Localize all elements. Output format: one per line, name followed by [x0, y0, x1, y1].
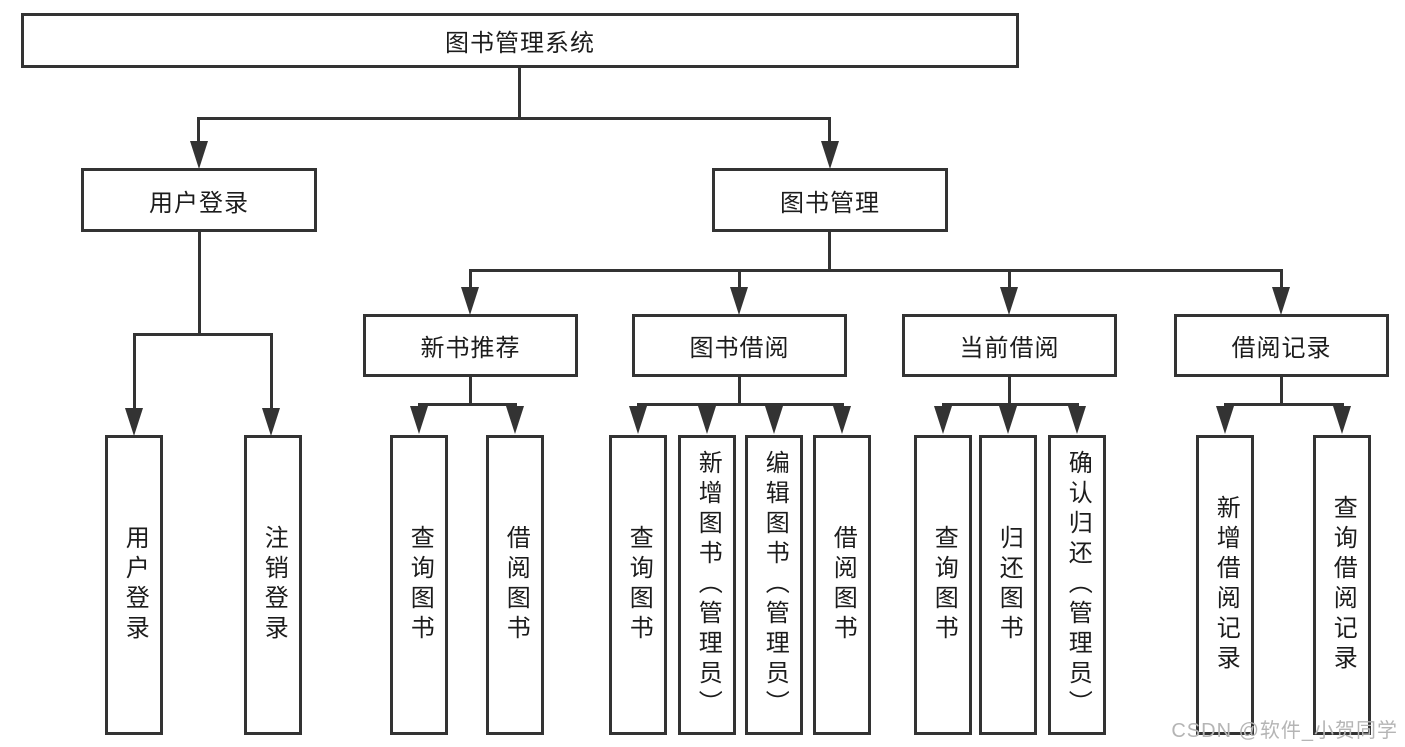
connector-drop	[1008, 269, 1011, 291]
connector-bar	[133, 333, 273, 336]
arrow-down-icon	[506, 406, 524, 434]
connector-root-bar	[197, 117, 831, 120]
node-label: 确认归还（管理员）	[1064, 450, 1092, 720]
node-label: 查询图书	[406, 525, 434, 645]
arrow-down-icon	[262, 408, 280, 436]
leaf-query-book-current: 查询图书	[914, 435, 972, 735]
arrow-down-icon	[730, 287, 748, 315]
node-user-login: 用户登录	[81, 168, 317, 232]
arrow-down-icon	[1000, 287, 1018, 315]
csdn-watermark: CSDN @软件_小贺同学	[1171, 720, 1398, 742]
node-label: 新增图书（管理员）	[694, 450, 722, 720]
node-label: 图书管理系统	[445, 30, 595, 57]
connector-stem	[1008, 377, 1011, 406]
connector-drop	[828, 117, 831, 145]
arrow-down-icon	[190, 141, 208, 169]
connector-stem	[738, 377, 741, 406]
connector-root-stem	[518, 68, 521, 119]
connector-bar	[942, 403, 1079, 406]
connector-drop	[197, 117, 200, 145]
arrow-down-icon	[934, 406, 952, 434]
node-label: 查询借阅记录	[1329, 495, 1357, 675]
connector-drop	[270, 333, 273, 413]
leaf-edit-book-admin: 编辑图书（管理员）	[745, 435, 803, 735]
node-label: 新书推荐	[420, 335, 521, 362]
node-label: 注销登录	[260, 525, 288, 645]
arrow-down-icon	[1068, 406, 1086, 434]
node-label: 用户登录	[149, 189, 249, 217]
node-label: 查询图书	[625, 525, 653, 645]
leaf-borrow-book-recommend: 借阅图书	[486, 435, 544, 735]
arrow-down-icon	[1216, 406, 1234, 434]
node-label: 归还图书	[995, 525, 1023, 645]
node-book-management: 图书管理	[712, 168, 948, 232]
connector-stem	[469, 377, 472, 406]
leaf-return-book: 归还图书	[979, 435, 1037, 735]
arrow-down-icon	[765, 406, 783, 434]
node-library-system: 图书管理系统	[21, 13, 1019, 68]
node-label: 新增借阅记录	[1212, 495, 1240, 675]
connector-drop	[469, 269, 472, 291]
connector-stem	[198, 232, 201, 336]
node-book-borrow: 图书借阅	[632, 314, 847, 377]
connector-bar	[469, 269, 1283, 272]
connector-bar	[1224, 403, 1344, 406]
connector-bar	[418, 403, 517, 406]
connector-drop	[1280, 269, 1283, 291]
node-label: 图书借阅	[689, 335, 790, 362]
node-current-borrow: 当前借阅	[902, 314, 1117, 377]
arrow-down-icon	[833, 406, 851, 434]
arrow-down-icon	[629, 406, 647, 434]
connector-stem	[828, 232, 831, 272]
leaf-user-login: 用户登录	[105, 435, 163, 735]
connector-bar	[637, 403, 844, 406]
arrow-down-icon	[410, 406, 428, 434]
leaf-add-borrow-record: 新增借阅记录	[1196, 435, 1254, 735]
arrow-down-icon	[821, 141, 839, 169]
leaf-query-book-recommend: 查询图书	[390, 435, 448, 735]
leaf-confirm-return-admin: 确认归还（管理员）	[1048, 435, 1106, 735]
node-label: 借阅记录	[1231, 335, 1332, 362]
arrow-down-icon	[1333, 406, 1351, 434]
leaf-query-borrow-record: 查询借阅记录	[1313, 435, 1371, 735]
leaf-logout: 注销登录	[244, 435, 302, 735]
connector-drop	[133, 333, 136, 413]
node-label: 编辑图书（管理员）	[761, 450, 789, 720]
leaf-add-book-admin: 新增图书（管理员）	[678, 435, 736, 735]
connector-drop	[738, 269, 741, 291]
arrow-down-icon	[999, 406, 1017, 434]
node-label: 用户登录	[121, 525, 149, 645]
node-label: 借阅图书	[829, 525, 857, 645]
arrow-down-icon	[461, 287, 479, 315]
arrow-down-icon	[125, 408, 143, 436]
node-label: 查询图书	[930, 525, 958, 645]
connector-stem	[1280, 377, 1283, 406]
arrow-down-icon	[1272, 287, 1290, 315]
node-borrow-records: 借阅记录	[1174, 314, 1389, 377]
node-label: 当前借阅	[959, 335, 1060, 362]
leaf-borrow-book: 借阅图书	[813, 435, 871, 735]
arrow-down-icon	[698, 406, 716, 434]
leaf-query-book-borrow: 查询图书	[609, 435, 667, 735]
node-label: 借阅图书	[502, 525, 530, 645]
node-new-book-recommend: 新书推荐	[363, 314, 578, 377]
node-label: 图书管理	[780, 189, 880, 217]
